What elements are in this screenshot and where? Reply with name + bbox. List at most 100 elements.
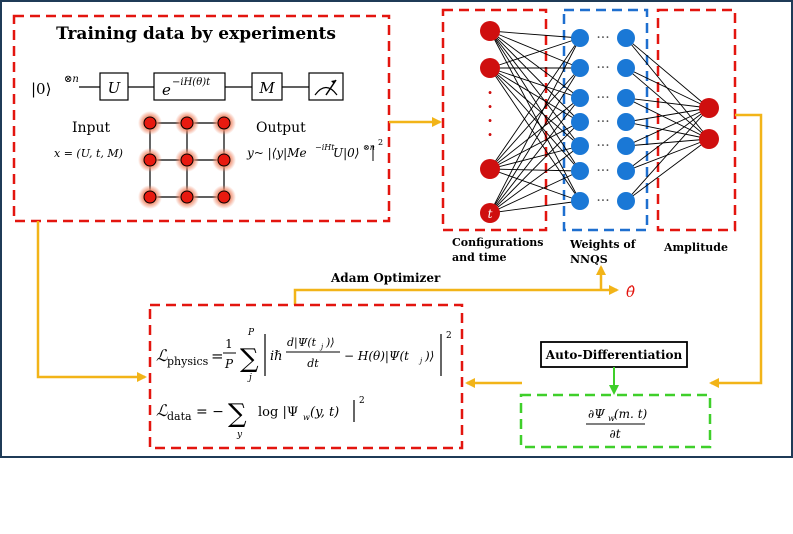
qubit-node (143, 116, 157, 130)
h-term-j: j (418, 357, 423, 365)
ihbar: iℏ (270, 349, 283, 364)
edge (625, 121, 710, 140)
sum-symbol: ∑ (240, 344, 259, 374)
data-sum-symbol: ∑ (228, 399, 247, 429)
edge (489, 200, 581, 214)
output-formula: y~ |⟨y|Me (246, 146, 307, 160)
hidden-ellipsis: ··· (596, 193, 609, 209)
loss-box (148, 303, 464, 450)
edge (625, 97, 710, 109)
physics-loss-formula: ℒ physics = 1 P ∑ P j iℏ d|Ψ(t j )⟩ dt −… (156, 328, 452, 383)
ket-zero: |0⟩ (31, 80, 51, 98)
edge (489, 121, 581, 214)
edge (625, 67, 710, 140)
qubit-node (143, 190, 157, 204)
autodiff-num: ∂Ψ (588, 407, 605, 421)
edge (489, 30, 581, 202)
data-sq: 2 (359, 396, 365, 406)
edge (489, 67, 581, 172)
weights-label-2: NNQS (570, 253, 608, 266)
gate-m (251, 72, 283, 101)
hidden-node (571, 89, 589, 107)
quantum-circuit: |0⟩ ⊗n U e −iH(θ)t M (31, 72, 344, 101)
meter-box (308, 72, 344, 101)
qubit-node (180, 190, 194, 204)
deriv-den: dt (307, 357, 319, 370)
edge (625, 138, 710, 202)
edge (489, 30, 581, 39)
autodiff-label-box (540, 341, 688, 368)
theta-hat: θ̂ (626, 283, 635, 301)
weights-label-1: Weights of (569, 238, 637, 251)
meter-icon (314, 86, 338, 96)
data-lhs: ℒ (156, 401, 168, 420)
physics-sq: 2 (446, 331, 452, 341)
hidden-ellipsis: ··· (596, 60, 609, 76)
edge (489, 145, 581, 170)
edge (489, 67, 581, 170)
edge (489, 168, 581, 172)
deriv-num-j: j (319, 343, 324, 351)
output-exp: −iHt (315, 143, 335, 152)
hidden-layer-box (562, 8, 649, 232)
data-loss-formula: ℒ data = − ∑ y log |Ψ w (y, t) 2 (156, 396, 365, 440)
input-label: Input (72, 120, 111, 136)
input-formula: x = (U, t, M) (54, 147, 123, 160)
autodiff-num-args: (m. t) (614, 407, 648, 421)
input-layer-box (441, 8, 548, 232)
training-title: Training data by experiments (56, 24, 336, 44)
frac-den: P (224, 357, 234, 371)
edge (489, 30, 581, 123)
edge (489, 67, 581, 202)
data-args: (y, t) (310, 405, 339, 420)
output-node (699, 129, 719, 149)
edge (489, 37, 581, 170)
hidden-node (617, 59, 635, 77)
h-term-end: )⟩ (424, 349, 434, 363)
qubit-node (180, 116, 194, 130)
hidden-node (617, 29, 635, 47)
edge (625, 107, 710, 172)
svg-text:=: = (211, 347, 224, 365)
hidden-node (571, 192, 589, 210)
edge (489, 37, 581, 69)
data-sub: data (167, 410, 192, 423)
edge (625, 37, 710, 109)
qubit-node (143, 153, 157, 167)
edge (489, 30, 581, 99)
input-node (480, 21, 500, 41)
output-sq: 2 (378, 138, 383, 147)
hidden-node (617, 89, 635, 107)
edge (625, 107, 710, 123)
hidden-ellipsis: ··· (596, 163, 609, 179)
input-ellipsis-dot: · (487, 111, 493, 130)
autodiff-label: Auto-Differentiation (545, 348, 683, 362)
edge (489, 30, 581, 172)
autodiff-den: ∂t (609, 427, 620, 441)
amplitude-label: Amplitude (663, 241, 728, 254)
edge (489, 168, 581, 202)
data-rhs: = − (196, 404, 224, 420)
gate-u (99, 72, 129, 101)
hidden-node (617, 162, 635, 180)
edge (489, 37, 581, 214)
deriv-num: d|Ψ(t (287, 336, 317, 350)
data-sum-bottom: y (236, 430, 243, 440)
input-ellipsis-dot: · (487, 97, 493, 116)
qubit-node (217, 116, 231, 130)
config-label-1: Configurations (452, 236, 544, 249)
output-formula-b: U|0⟩ (333, 146, 359, 160)
gate-evolution-exp: −iH(θ)t (172, 77, 211, 88)
arrow-optimizer-to-weights (293, 288, 601, 305)
time-node-label: t (488, 207, 493, 221)
input-node (480, 203, 500, 223)
hidden-node (571, 59, 589, 77)
network-nodes: t························· (480, 21, 719, 223)
edge (489, 170, 581, 214)
edge (625, 107, 710, 202)
hidden-ellipsis: ··· (596, 30, 609, 46)
edge (489, 30, 581, 147)
hidden-ellipsis: ··· (596, 114, 609, 130)
deriv-num-end: )⟩ (325, 336, 335, 349)
edge (489, 30, 581, 69)
